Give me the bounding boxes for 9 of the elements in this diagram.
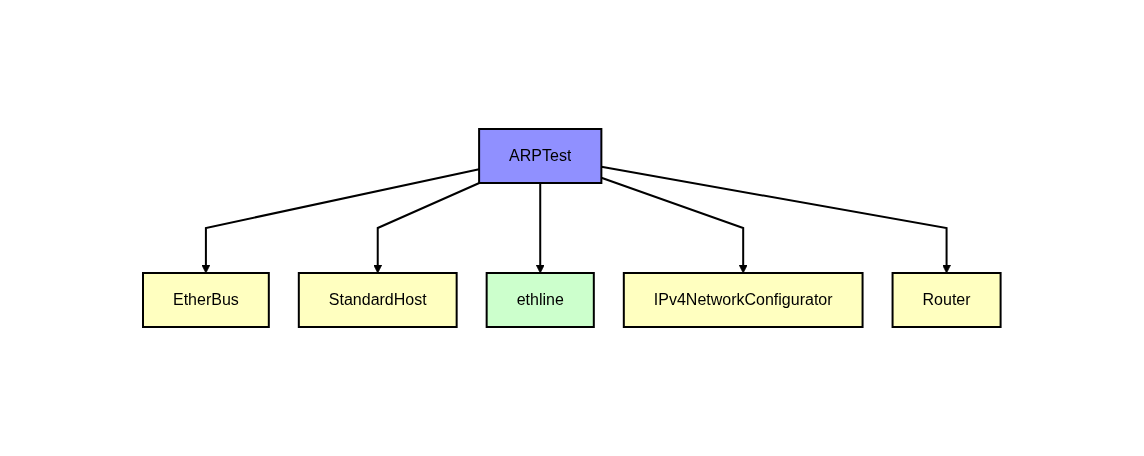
node-box: StandardHost [298,272,458,328]
node-box: EtherBus [142,272,270,328]
node-box: IPv4NetworkConfigurator [623,272,864,328]
arrow [201,168,481,274]
arrow [536,182,545,274]
node-box: Router [891,272,1002,328]
arrow [373,182,481,274]
node-box: ethline [485,272,595,328]
node-box: ARPTest [478,128,603,184]
